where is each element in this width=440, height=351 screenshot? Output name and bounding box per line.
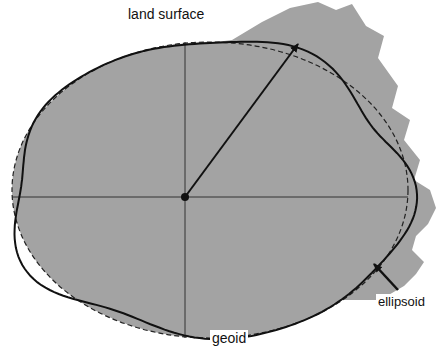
land-surface-label: land surface: [126, 6, 206, 22]
geoid-outline: [15, 42, 418, 340]
geoid-label: geoid: [210, 330, 248, 346]
center-dot: [181, 193, 189, 201]
leader-arrow: [374, 264, 398, 290]
vertical-axis: [185, 42, 186, 338]
ellipsoid-label: ellipsoid: [376, 294, 427, 309]
horizontal-axis: [12, 197, 408, 198]
radius-arrow: [185, 44, 298, 197]
